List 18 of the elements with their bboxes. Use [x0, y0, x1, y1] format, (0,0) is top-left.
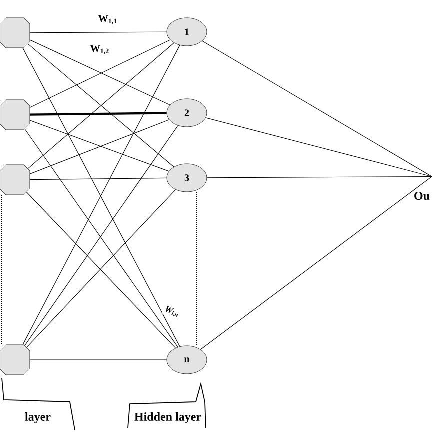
- connection-line: [200, 176, 432, 350]
- layer-label: layer: [24, 412, 52, 424]
- edge-label: W$_{1,2}$: [89, 44, 111, 56]
- layer-label: Hidden layer: [134, 412, 202, 424]
- connection-line: [196, 192, 198, 346]
- connection-line: [30, 178, 168, 180]
- connection-line: [202, 40, 432, 178]
- input-node-box: [0, 18, 30, 48]
- edge-label: W$_{1,1}$: [97, 14, 119, 26]
- connection-line: [206, 176, 432, 178]
- weight-label: W$_{i,n}$: [162, 304, 182, 320]
- connection-line: [30, 32, 168, 34]
- input-node-box: [0, 344, 30, 376]
- input-node-box: [0, 100, 30, 130]
- output-label: Ou: [414, 192, 430, 200]
- connection-line: [206, 118, 432, 178]
- input-node-box: [0, 164, 30, 196]
- connection-line: [30, 112, 167, 116]
